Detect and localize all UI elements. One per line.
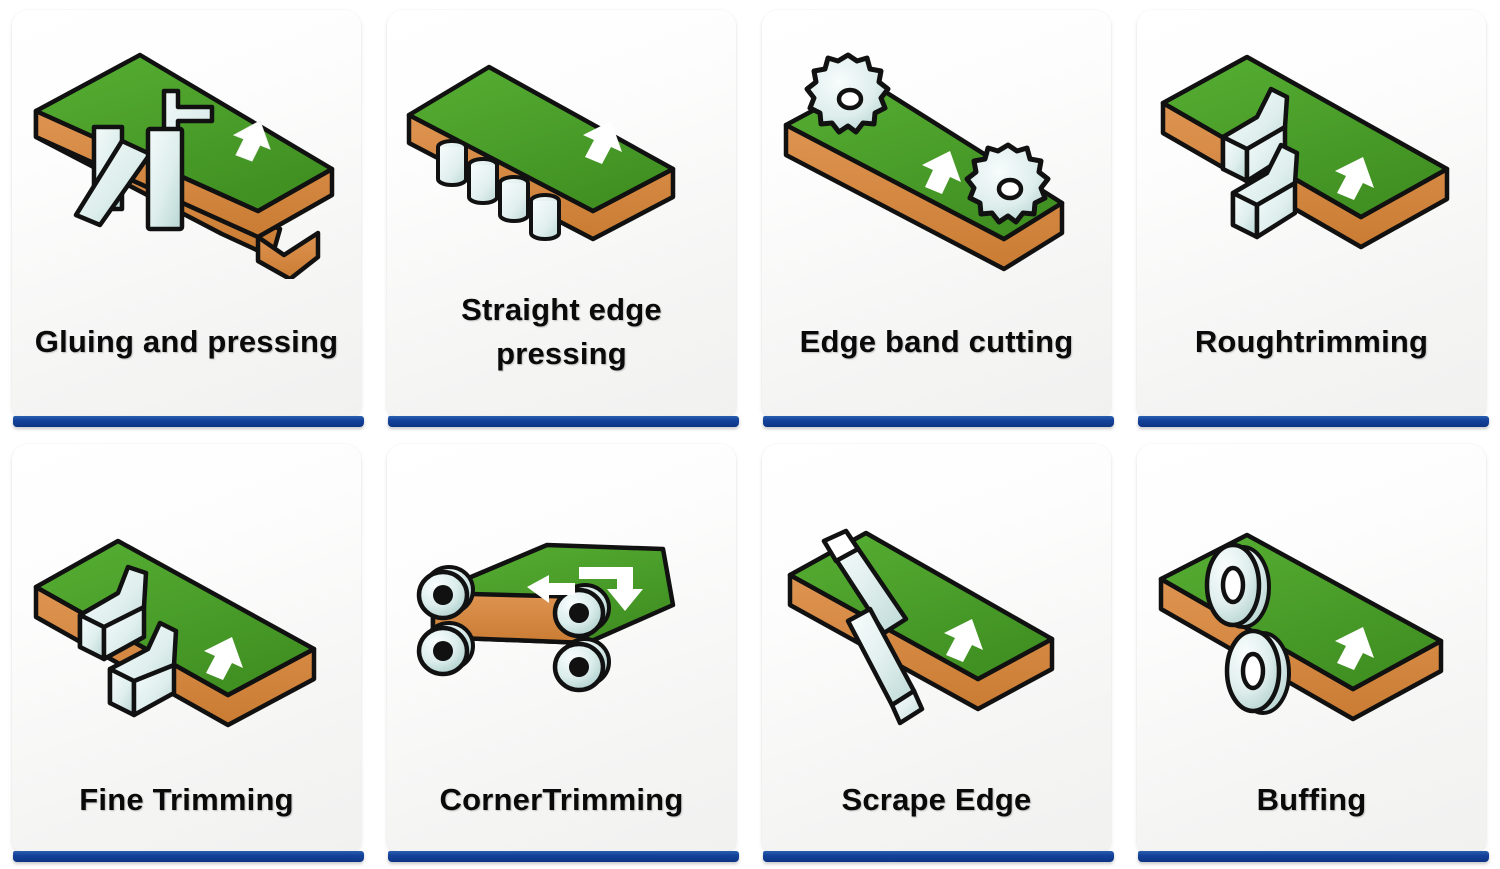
grid-cell: CornerTrimming [375, 434, 750, 869]
process-card-label: Gluing and pressing [34, 323, 339, 359]
grid-cell: Edge band cutting [750, 0, 1125, 434]
process-card-buffing[interactable]: Buffing [1137, 444, 1486, 851]
process-card-label: Buffing [1256, 782, 1367, 817]
grid-cell: Fine Trimming [0, 434, 375, 869]
process-card-label: CornerTrimming [439, 782, 684, 817]
grid-cell: Straight edge pressing [375, 0, 750, 434]
glue-applicator-and-press-roller-icon [12, 10, 361, 288]
process-card-label: Edge band cutting [799, 323, 1074, 359]
process-card-label-line1: Straight edge [461, 292, 662, 327]
twin-saw-blades-icon [762, 10, 1111, 288]
process-card-gluing-and-pressing[interactable]: Gluing and pressing [12, 10, 361, 416]
process-card-straight-edge-pressing[interactable]: Straight edge pressing [387, 10, 736, 416]
grid-cell: Roughtrimming [1125, 0, 1500, 434]
process-card-scrape-edge[interactable]: Scrape Edge [762, 444, 1111, 851]
pressing-rollers-row-icon [387, 10, 736, 288]
process-card-fine-trimming[interactable]: Fine Trimming [12, 444, 361, 851]
buffing-wheels-icon [1137, 444, 1486, 778]
corner-trim-four-rollers-icon [387, 444, 736, 778]
process-card-label: Fine Trimming [79, 782, 294, 817]
grid-cell: Gluing and pressing [0, 0, 375, 434]
process-card-label: Scrape Edge [841, 782, 1032, 817]
process-card-corner-trimming[interactable]: CornerTrimming [387, 444, 736, 851]
process-card-edge-band-cutting[interactable]: Edge band cutting [762, 10, 1111, 416]
grid-cell: Buffing [1125, 434, 1500, 869]
process-card-roughtrimming[interactable]: Roughtrimming [1137, 10, 1486, 416]
process-card-label: Roughtrimming [1194, 323, 1429, 359]
scraper-blades-icon [762, 444, 1111, 778]
rough-trim-cutters-icon [1137, 10, 1486, 288]
fine-trim-cutters-icon [12, 444, 361, 778]
process-card-label-line2: pressing [496, 336, 627, 372]
grid-cell: Scrape Edge [750, 434, 1125, 869]
